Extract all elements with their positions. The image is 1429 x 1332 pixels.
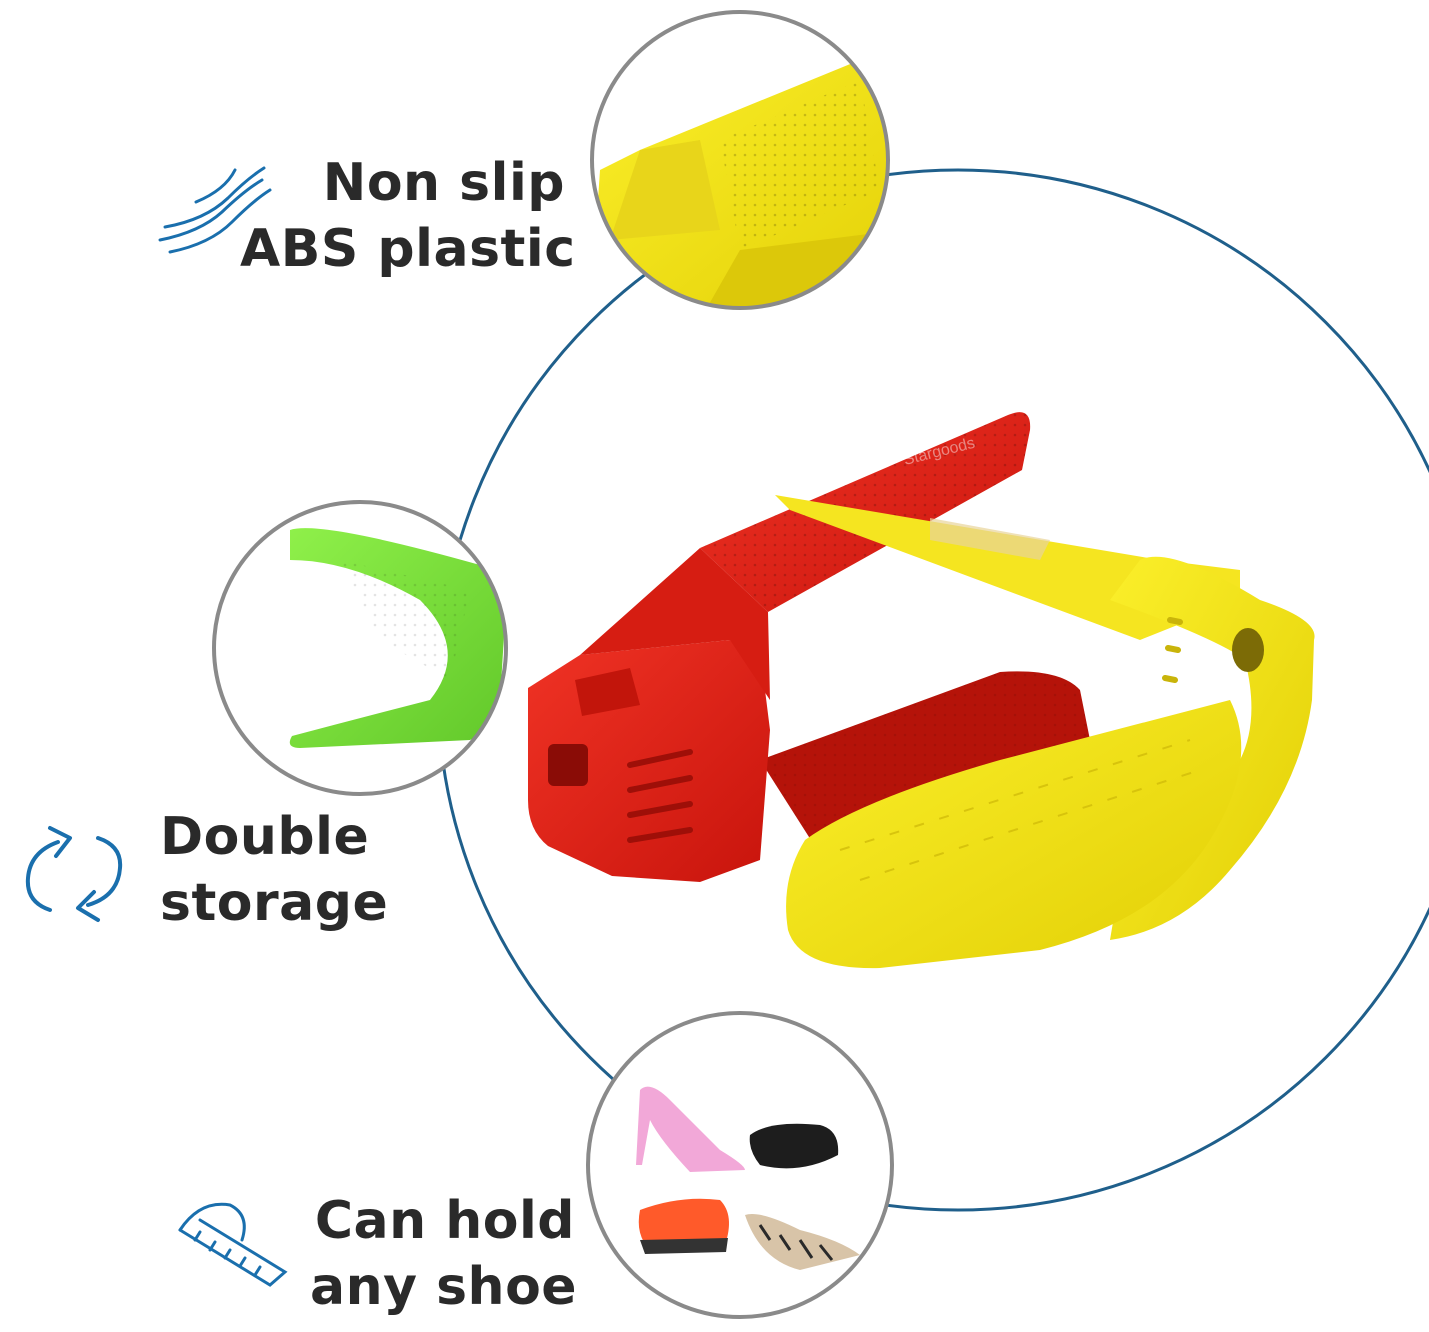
feature-double-line2: storage: [160, 873, 389, 933]
feature-nonslip-line1: Non slip: [322, 153, 565, 213]
feature-nonslip-line2: ABS plastic: [240, 219, 576, 279]
callout-double-closeup: [212, 500, 508, 796]
callout-shoes-closeup: [586, 1011, 894, 1319]
feature-anyshoe-label: Can hold any shoe: [310, 1188, 578, 1320]
wave-lines-icon: [158, 166, 272, 254]
yellow-shoe-holder: [775, 495, 1315, 969]
feature-double-line1: Double: [160, 807, 370, 867]
feature-anyshoe-line2: any shoe: [310, 1257, 578, 1317]
measuring-tape-icon: [178, 1202, 288, 1287]
feature-nonslip-label: Non slip ABS plastic: [240, 150, 576, 282]
refresh-arrows-icon: [25, 826, 123, 922]
callout-nonslip-closeup: [590, 10, 890, 310]
feature-double-label: Double storage: [160, 804, 420, 936]
feature-anyshoe-line1: Can hold: [314, 1191, 575, 1251]
